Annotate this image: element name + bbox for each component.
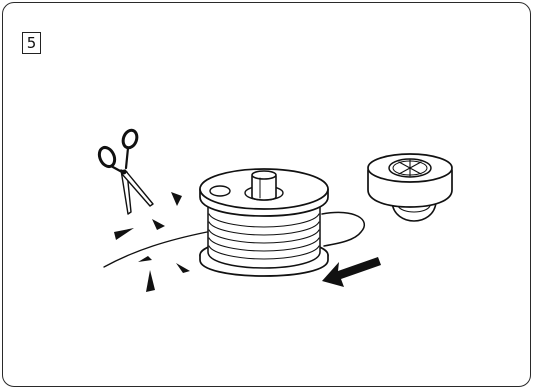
- bobbin-winder-stopper: [367, 153, 453, 222]
- step-number-box: 5: [22, 32, 41, 54]
- bobbin-spindle: [251, 170, 277, 201]
- thread-end: [103, 231, 208, 268]
- scissors-icon: [97, 128, 154, 215]
- step-number: 5: [26, 34, 37, 52]
- bobbin: [199, 168, 366, 277]
- cut-burst: [114, 192, 190, 292]
- direction-arrow-icon: [322, 257, 381, 287]
